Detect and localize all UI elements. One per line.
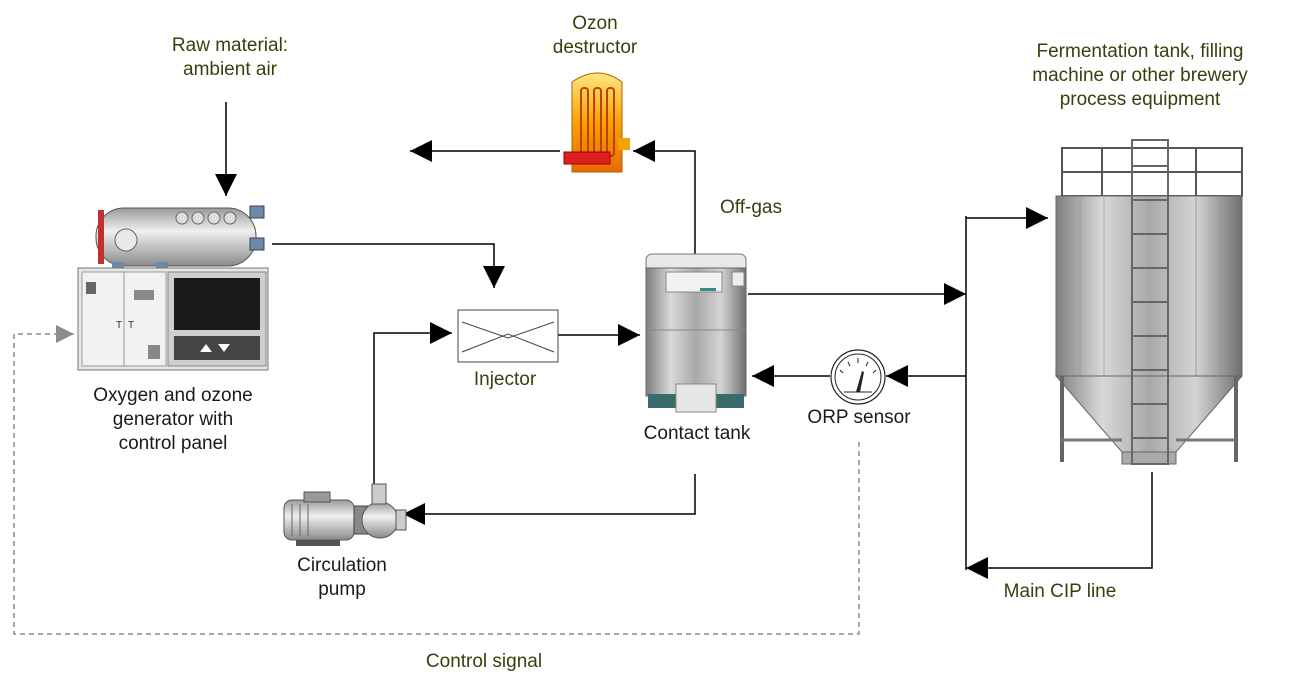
circulation-pump-line-1: Circulation: [297, 555, 387, 576]
tank-to-pump-line: [403, 474, 696, 525]
contact-tank-text: Contact tank: [643, 423, 751, 444]
ozone-generator-icon: T T: [77, 205, 269, 371]
fermentation-tank-label: Fermentation tank, filling machine or ot…: [1010, 40, 1270, 112]
main-cip-line-text: Main CIP line: [1003, 581, 1117, 602]
circulation-pump-line-2: pump: [318, 579, 366, 600]
off-gas-label: Off-gas: [706, 196, 796, 220]
raw-material-line-1: Raw material:: [171, 35, 289, 56]
svg-text:T: T: [128, 320, 134, 331]
generator-label: Oxygen and ozone generator with control …: [68, 384, 278, 456]
fermentation-tank-line-3: process equipment: [1059, 89, 1221, 110]
control-signal-label: Control signal: [404, 650, 564, 674]
orp-sensor-text: ORP sensor: [807, 407, 911, 428]
raw-material-label: Raw material: ambient air: [150, 34, 310, 82]
raw-material-line-2: ambient air: [183, 59, 277, 80]
off-gas-text: Off-gas: [720, 197, 782, 218]
fermenter-return-line: [966, 472, 1153, 579]
ozon-destructor-line-2: destructor: [552, 37, 638, 58]
generator-line-3: control panel: [118, 433, 228, 454]
orp-sensor-label: ORP sensor: [796, 406, 922, 430]
injector-icon: [457, 309, 559, 363]
off-gas-line: [633, 140, 696, 254]
fermentation-tank-line-2: machine or other brewery: [1032, 65, 1248, 86]
generator-line-2: generator with: [112, 409, 234, 430]
generator-line-1: Oxygen and ozone: [93, 385, 253, 406]
contact-tank-label: Contact tank: [622, 422, 772, 446]
svg-text:T: T: [116, 320, 122, 331]
control-signal-text: Control signal: [425, 651, 543, 672]
circulation-pump-label: Circulation pump: [276, 554, 408, 602]
fermentation-tank-icon: [1054, 139, 1244, 465]
ozone-to-injector-line: [272, 243, 505, 288]
control-signal-line: [13, 325, 860, 635]
ozon-destructor-line-1: Ozon: [572, 13, 618, 34]
orp-sensor-icon: [830, 349, 886, 405]
contact-tank-icon: [645, 253, 747, 413]
injector-text: Injector: [473, 369, 537, 390]
injector-label: Injector: [450, 368, 560, 392]
circulation-pump-icon: [283, 483, 407, 546]
pump-to-injector-line: [373, 322, 452, 485]
main-cip-line-label: Main CIP line: [990, 580, 1130, 604]
ozon-destructor-icon: [563, 72, 630, 173]
fermentation-tank-line-1: Fermentation tank, filling: [1036, 41, 1244, 62]
ozon-destructor-label: Ozon destructor: [530, 12, 660, 60]
